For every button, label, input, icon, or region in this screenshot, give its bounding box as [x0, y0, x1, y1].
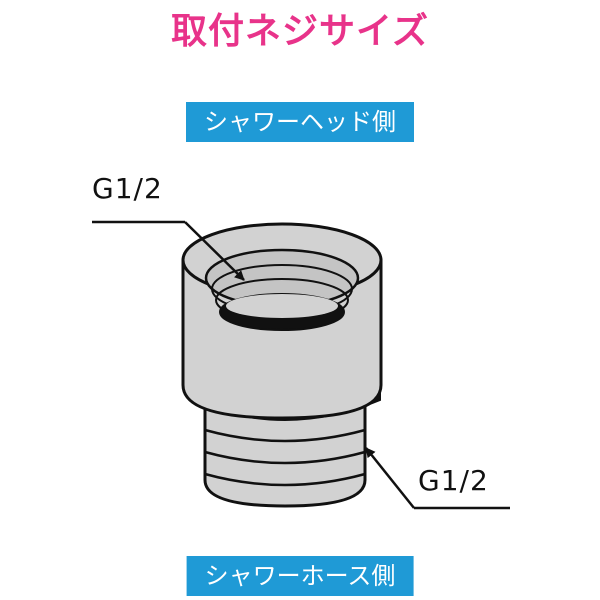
shower-head-side-label: シャワーヘッド側: [186, 102, 414, 142]
shower-hose-side-label: シャワーホース側: [186, 556, 414, 596]
upper-body: [181, 222, 383, 420]
top-thread-size-label: G1/2: [92, 172, 163, 205]
bottom-leader-arrow: [365, 447, 510, 510]
top-leader-arrow: [92, 220, 245, 281]
page-title: 取付ネジサイズ: [171, 11, 429, 52]
lower-threaded-section: [203, 403, 367, 508]
bottom-thread-size-label: G1/2: [418, 464, 489, 497]
